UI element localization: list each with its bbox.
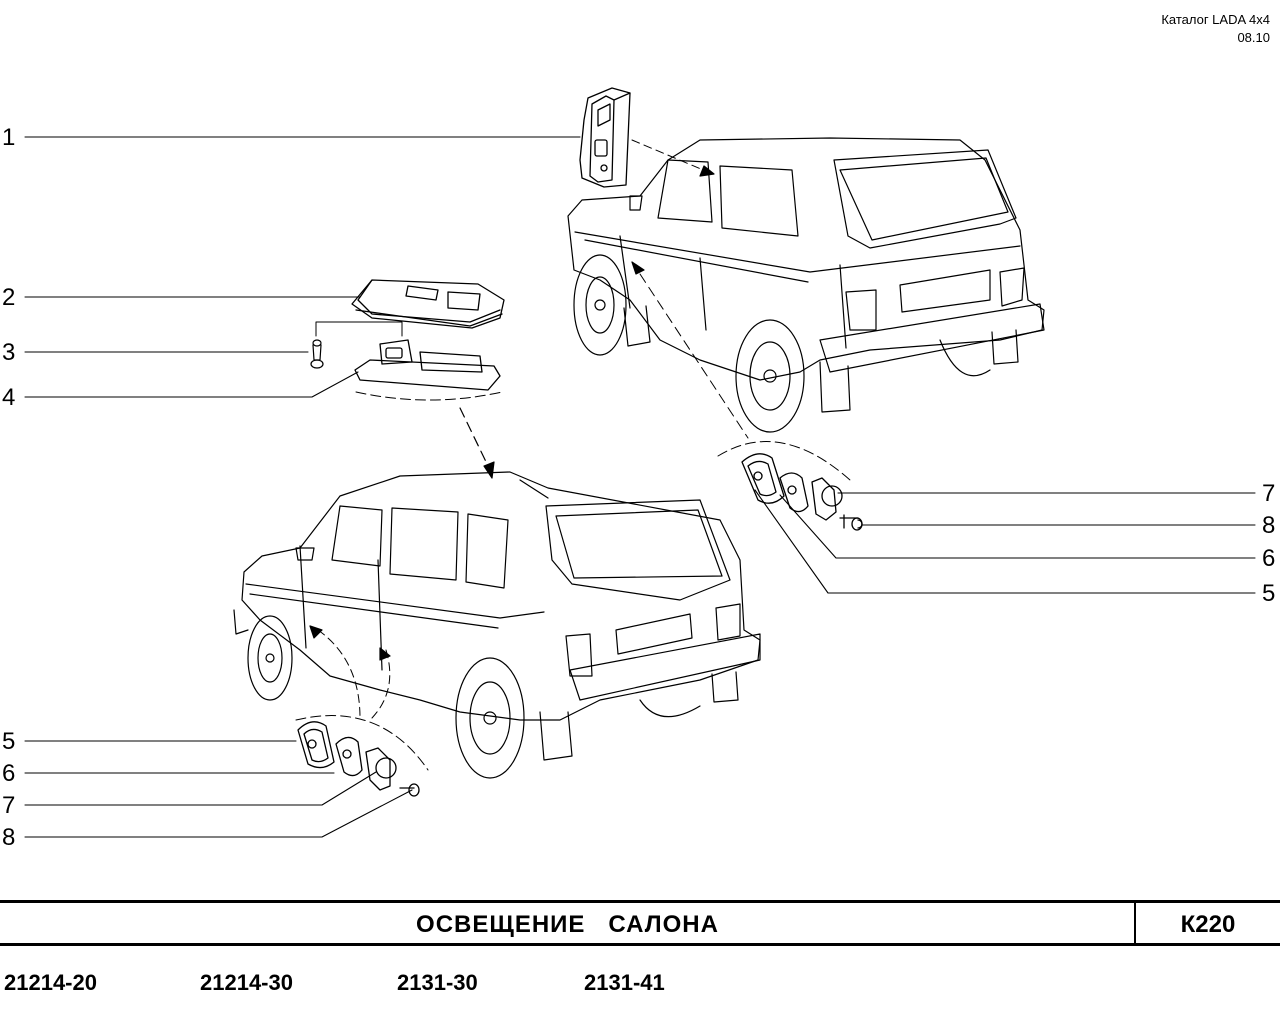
callout-1: 1: [2, 124, 16, 151]
title-divider: [1134, 903, 1136, 943]
callout-3: 3: [2, 339, 16, 366]
callout-8-lower: 8: [2, 824, 16, 851]
lamp-cover-part: [351, 279, 505, 329]
door-switch-parts-lower: [297, 721, 420, 797]
callout-2: 2: [2, 284, 16, 311]
screw-part: [310, 339, 324, 369]
catalog-label: Каталог LADA 4x4: [1161, 12, 1270, 27]
lamp-bracket-part: [579, 87, 631, 188]
callout-6-upper: 6: [1262, 545, 1276, 572]
title-bar: ОСВЕЩЕНИЕ САЛОНА К220: [0, 900, 1280, 946]
model-code-3: 2131-30: [397, 970, 478, 995]
callout-7-lower: 7: [2, 792, 16, 819]
page-code: К220: [1180, 911, 1236, 938]
model-code-2: 21214-30: [200, 970, 293, 995]
callout-7-upper: 7: [1262, 480, 1276, 507]
callout-6-lower: 6: [2, 760, 16, 787]
vehicle-rear-view-upper: [567, 137, 1045, 433]
door-switch-parts-upper: [741, 453, 863, 531]
lamp-base-part: [354, 339, 501, 391]
catalog-date: 08.10: [1237, 30, 1270, 45]
callout-4: 4: [2, 384, 16, 411]
callout-8-upper: 8: [1262, 512, 1276, 539]
vehicle-rear-view-lower: [233, 471, 761, 779]
model-code-4: 2131-41: [584, 970, 665, 995]
callout-5-lower: 5: [2, 728, 16, 755]
callout-5-upper: 5: [1262, 580, 1276, 607]
page-title: ОСВЕЩЕНИЕ САЛОНА: [416, 911, 719, 938]
model-code-1: 21214-20: [4, 970, 97, 995]
leader-lines: [24, 136, 1256, 838]
parts-illustration: [24, 87, 1256, 838]
